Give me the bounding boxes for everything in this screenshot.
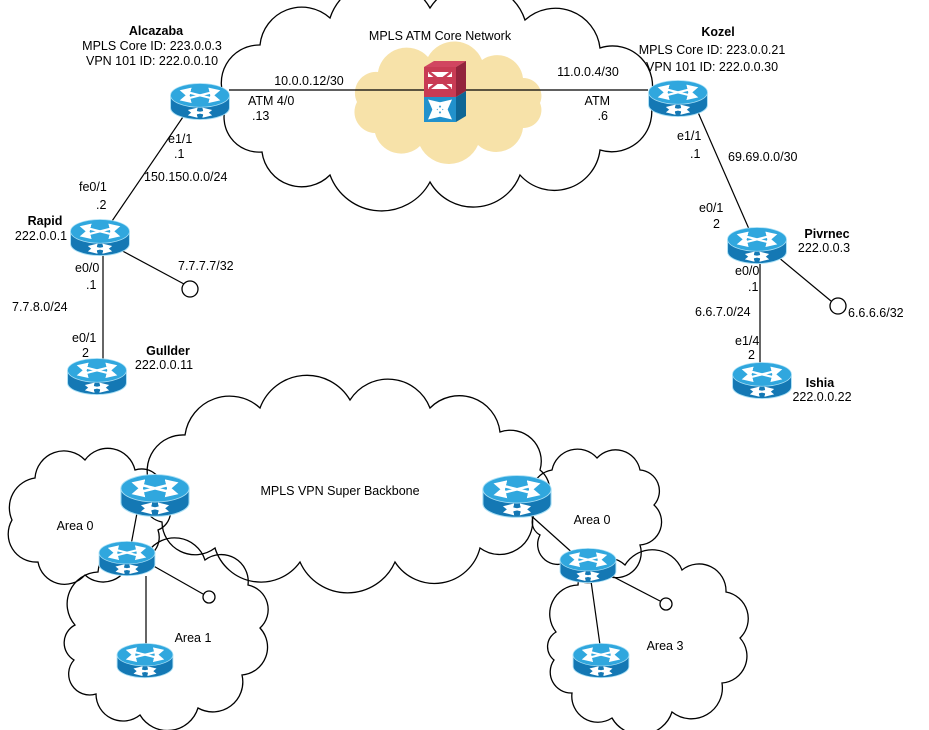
pivrnec-e0-1-addr-label: 2 xyxy=(713,217,720,231)
subnet-11-0-0-4-label: 11.0.0.4/30 xyxy=(557,65,619,79)
router-icon-gullder xyxy=(68,358,127,394)
ishia-e1-4-addr-label: 2 xyxy=(748,348,755,362)
kozel-e1-1-label: e1/1 xyxy=(677,129,701,143)
link-subright-area3router xyxy=(590,580,601,646)
gullder-name-label: Gullder xyxy=(146,344,190,358)
kozel-atm-iface-label: ATM xyxy=(585,94,610,108)
alcazaba-atm-addr-label: .13 xyxy=(252,109,269,123)
router-icon-pe-right xyxy=(483,476,551,518)
rapid-loopback-label: 7.7.7.7/32 xyxy=(178,259,234,273)
router-icon-ishia xyxy=(733,362,792,398)
alcazaba-e1-1-label: e1/1 xyxy=(168,132,192,146)
pivrnec-e0-0-label: e0/0 xyxy=(735,264,759,278)
link-alcazaba-rapid xyxy=(109,113,186,225)
router-icon-area3 xyxy=(573,643,629,677)
router-icon-rapid xyxy=(71,219,130,255)
gullder-e0-1-label: e0/1 xyxy=(72,331,96,345)
kozel-core-id-label: MPLS Core ID: 223.0.0.21 xyxy=(639,43,786,57)
atm-switch-icon xyxy=(424,61,466,122)
loopback-circle-rapid xyxy=(181,280,199,298)
kozel-atm-addr-label: .6 xyxy=(598,109,608,123)
ishia-name-label: Ishia xyxy=(806,376,836,390)
router-icon-abr-left xyxy=(99,541,155,575)
alcazaba-name-label: Alcazaba xyxy=(129,24,184,38)
pivrnec-e0-1-label: e0/1 xyxy=(699,201,723,215)
router-icon-abr-right xyxy=(560,548,616,582)
subnet-150-150-label: 150.150.0.0/24 xyxy=(144,170,227,184)
subnet-6-6-7-label: 6.6.7.0/24 xyxy=(695,305,751,319)
link-pivrnec-loopback xyxy=(771,251,832,302)
loopback-circle-area1 xyxy=(202,590,216,604)
router-icon-pe-left xyxy=(121,475,189,517)
subnet-69-69-label: 69.69.0.0/30 xyxy=(728,150,798,164)
loopback-circle-pivrnec xyxy=(829,297,847,315)
link-peright-subright xyxy=(526,511,577,557)
backbone-cloud-label: MPLS VPN Super Backbone xyxy=(260,484,419,498)
loopback-circle-area3 xyxy=(659,597,673,611)
area3-label: Area 3 xyxy=(647,639,684,653)
subnet-10-0-0-12-label: 10.0.0.12/30 xyxy=(274,74,344,88)
pivrnec-name-label: Pivrnec xyxy=(804,227,849,241)
link-subright-loopback xyxy=(605,572,661,602)
link-rapid-loopback xyxy=(114,246,185,285)
link-lines xyxy=(102,89,832,646)
router-icon-alcazaba xyxy=(171,83,230,119)
ishia-e1-4-label: e1/4 xyxy=(735,334,759,348)
subnet-7-7-8-label: 7.7.8.0/24 xyxy=(12,300,68,314)
area1-label: Area 1 xyxy=(175,631,212,645)
pivrnec-ip-label: 222.0.0.3 xyxy=(798,241,850,255)
rapid-e0-0-label: e0/0 xyxy=(75,261,99,275)
area1-cloud xyxy=(63,537,269,730)
alcazaba-atm-iface-label: ATM 4/0 xyxy=(248,94,294,108)
router-icon-area1 xyxy=(117,643,173,677)
alcazaba-e1-1-addr-label: .1 xyxy=(174,147,184,161)
kozel-name-label: Kozel xyxy=(701,25,734,39)
gullder-ip-label: 222.0.0.11 xyxy=(135,358,193,372)
rapid-name-label: Rapid xyxy=(28,214,63,228)
atm-core-cloud-label: MPLS ATM Core Network xyxy=(369,29,512,43)
kozel-vpn-id-label: VPN 101 ID: 222.0.0.30 xyxy=(646,60,778,74)
rapid-fe0-1-label: fe0/1 xyxy=(79,180,107,194)
router-icon-pivrnec xyxy=(728,227,787,263)
pivrnec-e0-0-addr-label: .1 xyxy=(748,280,758,294)
kozel-e1-1-addr-label: .1 xyxy=(690,147,700,161)
rapid-ip-label: 222.0.0.1 xyxy=(15,229,67,243)
link-subleft-loopback xyxy=(149,563,204,595)
gullder-e0-1-addr-label: 2 xyxy=(82,346,89,360)
alcazaba-vpn-id-label: VPN 101 ID: 222.0.0.10 xyxy=(86,54,218,68)
rapid-e0-0-addr-label: .1 xyxy=(86,278,96,292)
ishia-ip-label: 222.0.0.22 xyxy=(792,390,851,404)
link-peleft-subleft xyxy=(130,512,138,546)
alcazaba-core-id-label: MPLS Core ID: 223.0.0.3 xyxy=(82,39,222,53)
area0-right-cloud xyxy=(531,448,663,584)
pivrnec-loopback-label: 6.6.6.6/32 xyxy=(848,306,904,320)
area0-right-label: Area 0 xyxy=(574,513,611,527)
rapid-fe0-1-addr-label: .2 xyxy=(96,198,106,212)
router-icon-kozel xyxy=(649,80,708,116)
link-kozel-pivrnec xyxy=(696,109,750,230)
area0-left-label: Area 0 xyxy=(57,519,94,533)
